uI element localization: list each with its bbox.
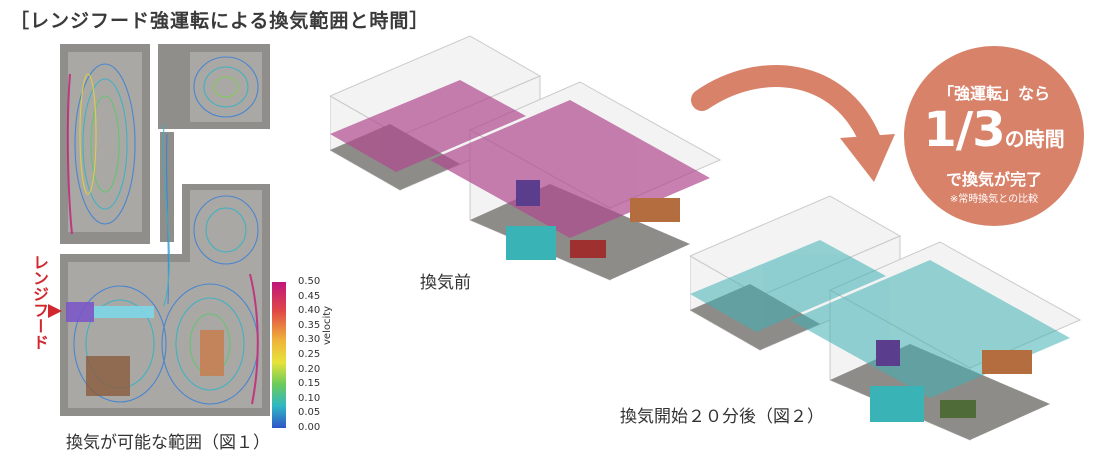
colorbar-tick: 0.25 xyxy=(298,349,321,360)
colorbar-tick: 0.00 xyxy=(298,422,321,433)
colorbar-tick: 0.30 xyxy=(298,334,321,346)
colorbar-tick: 0.50 xyxy=(298,276,321,287)
after-ventilation-illustration xyxy=(690,195,1082,441)
figure1-caption: 換気が可能な範囲（図１） xyxy=(66,433,270,453)
curved-arrow-icon xyxy=(691,65,895,182)
badge-fraction: 1/3 xyxy=(923,102,1005,158)
colorbar-tick: 0.10 xyxy=(298,392,321,404)
badge-line3: で換気が完了 xyxy=(945,170,1042,189)
colorbar-tick: 0.40 xyxy=(298,305,321,317)
colorbar-tick: 0.35 xyxy=(298,319,321,331)
colorbar-tick: 0.20 xyxy=(298,363,321,375)
colorbar-tick: 0.05 xyxy=(298,407,321,419)
velocity-floor-plan xyxy=(60,44,270,416)
before-caption: 換気前 xyxy=(420,273,471,293)
badge-note: ※常時換気との比較 xyxy=(949,194,1039,205)
result-badge: 「強運転」なら 1/3の時間 で換気が完了 ※常時換気との比較 xyxy=(904,46,1084,226)
range-hood-label: レンジフード xyxy=(30,254,49,350)
colorbar-tick: 0.15 xyxy=(298,378,321,390)
badge-line1: 「強運転」なら xyxy=(937,84,1050,103)
range-hood-arrow-icon xyxy=(48,304,62,318)
colorbar-title: velocity xyxy=(322,305,333,345)
badge-line2: 1/3の時間 xyxy=(904,102,1084,158)
badge-fraction-suffix: の時間 xyxy=(1004,127,1065,151)
velocity-colorbar xyxy=(272,282,286,428)
page-title: ［レンジフード強運転による換気範囲と時間］ xyxy=(10,10,430,32)
before-ventilation-illustration xyxy=(330,35,722,281)
colorbar-tick: 0.45 xyxy=(298,290,321,302)
after-caption: 換気開始２０分後（図２） xyxy=(620,407,824,427)
